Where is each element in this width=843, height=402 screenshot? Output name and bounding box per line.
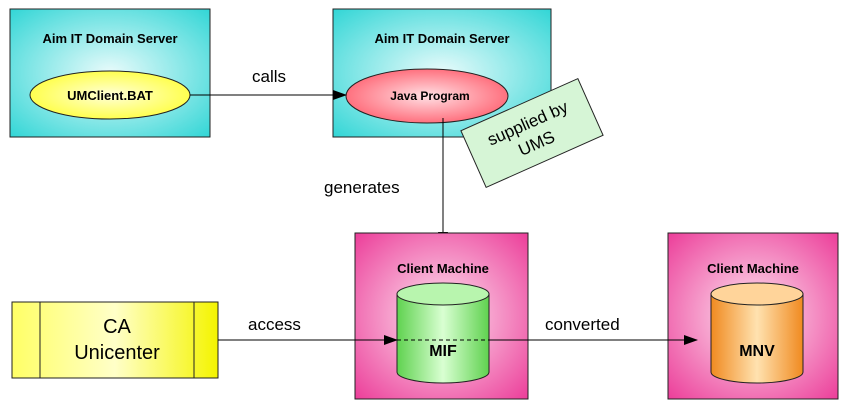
java-program-label: Java Program [390,89,469,103]
converted-label: converted [545,315,620,334]
server-1-title: Aim IT Domain Server [42,31,177,46]
ca-line-2: Unicenter [74,342,160,364]
client-1-title: Client Machine [397,261,489,276]
mnv-label: MNV [739,343,775,360]
ca-line-1: CA [103,316,131,338]
calls-label: calls [252,67,286,86]
ca-unicenter-box: CA Unicenter [11,301,219,379]
mnv-cylinder [710,282,804,384]
access-label: access [248,315,301,334]
server-2-title: Aim IT Domain Server [374,31,509,46]
mif-label: MIF [429,343,457,360]
client-2-title: Client Machine [707,261,799,276]
server-box-1: Aim IT Domain Server UMClient.BAT [9,8,211,138]
client-box-2: Client Machine MNV [667,232,839,400]
mif-cylinder [396,282,490,384]
umclient-label: UMClient.BAT [67,88,153,103]
generates-label: generates [324,178,400,197]
client-box-1: Client Machine MIF [354,232,529,400]
